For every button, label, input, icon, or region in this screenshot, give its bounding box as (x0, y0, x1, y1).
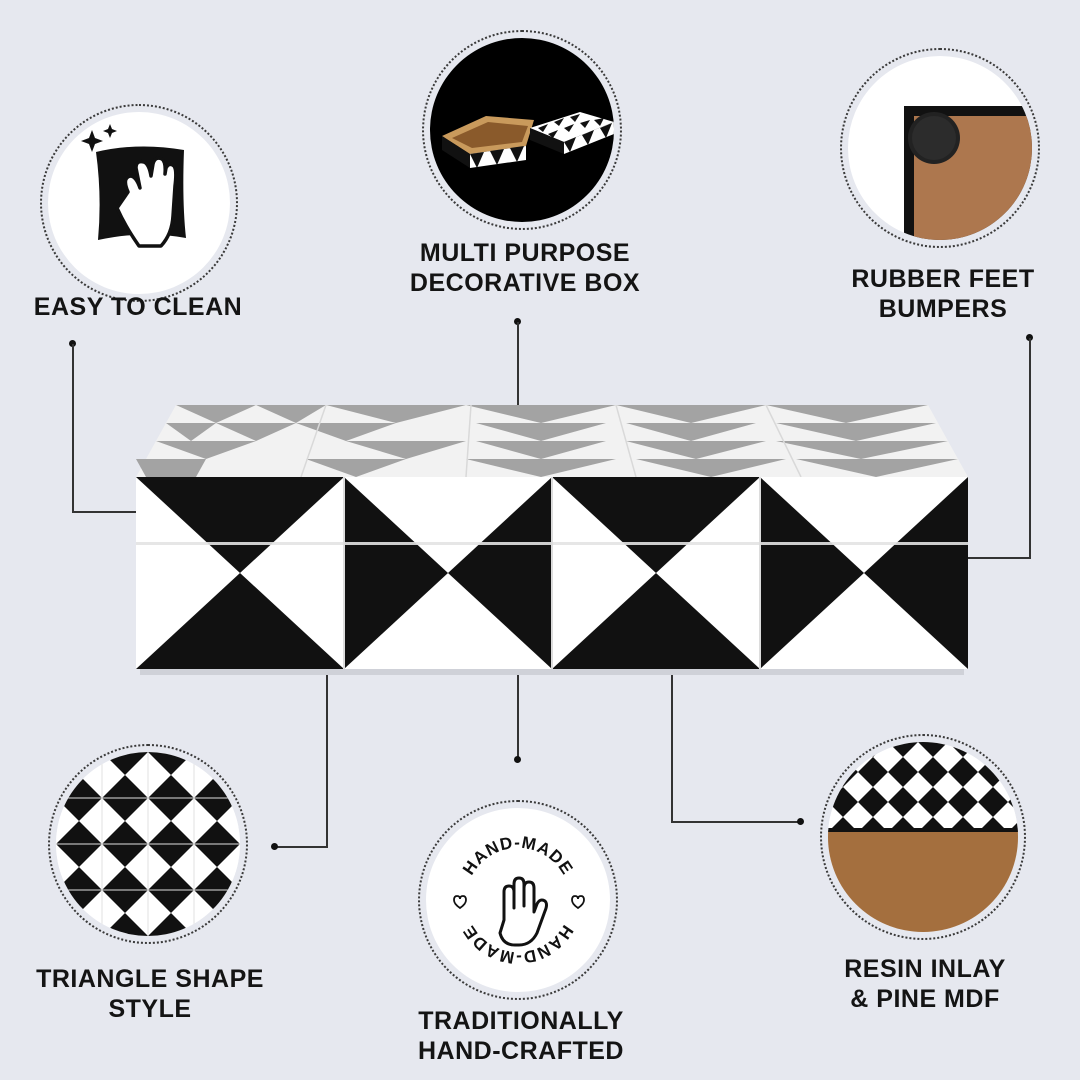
hand-icon (498, 876, 548, 947)
rubber-feet-label: RUBBER FEET BUMPERS (830, 264, 1056, 324)
stamp-text-top: HAND-MADE (459, 833, 576, 878)
multi-purpose-line1: MULTI PURPOSE (419, 239, 631, 267)
connector-line (1029, 338, 1031, 558)
product-box (136, 405, 968, 677)
easy-clean-text: EASY TO CLEAN (33, 293, 243, 321)
connector-line (72, 511, 142, 513)
multi-purpose-label: MULTI PURPOSE DECORATIVE BOX (380, 238, 670, 298)
rubber-feet-photo (904, 106, 1032, 240)
triangle-pattern-closeup (56, 752, 240, 936)
triangle-shape-line2: STYLE (108, 995, 192, 1023)
connector-line (276, 846, 328, 848)
triangle-shape-line1: TRIANGLE SHAPE (36, 965, 264, 993)
product-box-illustration (136, 405, 968, 675)
connector-line (671, 821, 799, 823)
connector-dot (1026, 334, 1033, 341)
resin-inlay-circle (828, 742, 1018, 932)
triangle-shape-ring (48, 744, 248, 944)
easy-clean-label: EASY TO CLEAN (20, 292, 256, 322)
triangle-shape-label: TRIANGLE SHAPE STYLE (22, 964, 278, 1024)
multi-purpose-line2: DECORATIVE BOX (409, 269, 641, 297)
svg-text:HAND-MADE: HAND-MADE (459, 833, 577, 878)
connector-dot (514, 756, 521, 763)
connector-line (326, 672, 328, 847)
cleaning-cloth-hand-icon (81, 124, 186, 248)
handmade-circle: HAND-MADE HAND-MADE (426, 808, 610, 992)
connector-dot (69, 340, 76, 347)
connector-line (517, 672, 519, 760)
resin-inlay-closeup (828, 742, 1018, 932)
easy-clean-circle (48, 112, 230, 294)
multi-purpose-ring (422, 30, 622, 230)
resin-inlay-line1: RESIN INLAY (844, 955, 1006, 983)
open-box-photo (442, 112, 614, 168)
handmade-stamp: HAND-MADE HAND-MADE (453, 833, 585, 967)
connector-dot (514, 318, 521, 325)
connector-line (671, 672, 673, 822)
resin-inlay-ring (820, 734, 1026, 940)
resin-inlay-label: RESIN INLAY & PINE MDF (800, 954, 1050, 1014)
handmade-ring (418, 800, 618, 1000)
connector-dot (271, 843, 278, 850)
handmade-line2: HAND-CRAFTED (418, 1037, 624, 1065)
connector-dot (797, 818, 804, 825)
connector-line (72, 344, 74, 512)
handmade-label: TRADITIONALLY HAND-CRAFTED (386, 1006, 656, 1066)
rubber-feet-circle (848, 56, 1032, 240)
rubber-feet-ring (840, 48, 1040, 248)
connector-line (517, 322, 519, 412)
rubber-feet-line1: RUBBER FEET (851, 265, 1035, 293)
connector-line (965, 557, 1031, 559)
resin-inlay-line2: & PINE MDF (850, 985, 1000, 1013)
multi-purpose-circle (430, 38, 614, 222)
rubber-feet-line2: BUMPERS (878, 295, 1008, 323)
triangle-shape-circle (56, 752, 240, 936)
handmade-line1: TRADITIONALLY (418, 1007, 624, 1035)
easy-clean-ring (40, 104, 238, 302)
